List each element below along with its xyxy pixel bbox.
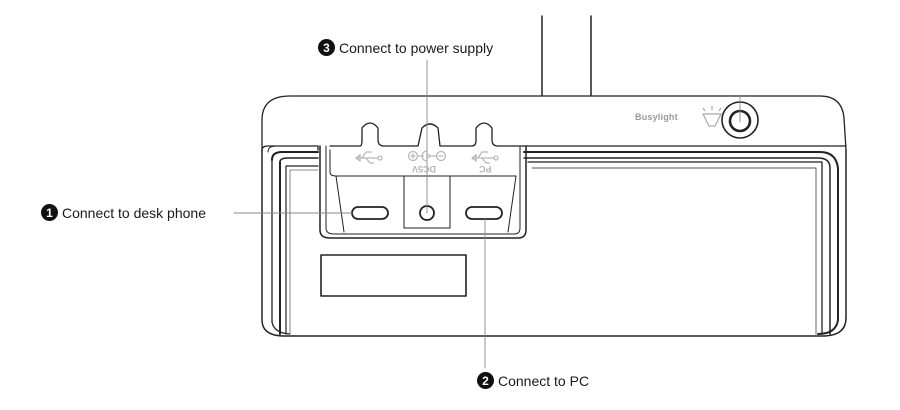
port-label-pc: PC bbox=[479, 164, 492, 174]
callout-power-supply: 3 Connect to power supply bbox=[318, 39, 493, 56]
lightbulb-icon bbox=[702, 106, 722, 127]
usb-icon bbox=[470, 151, 499, 164]
port-recess bbox=[319, 145, 527, 239]
device-top-shell bbox=[261, 95, 847, 151]
callout-number-badge: 3 bbox=[318, 39, 335, 56]
device-body-outer bbox=[261, 149, 847, 337]
callout-number-badge: 1 bbox=[41, 204, 58, 221]
display-window bbox=[320, 254, 467, 297]
device-lid-edge bbox=[261, 122, 847, 151]
usb-icon bbox=[354, 151, 383, 164]
dc-polarity-icon bbox=[407, 150, 447, 162]
callout-label: Connect to PC bbox=[498, 372, 590, 389]
callout-desk-phone: 1 Connect to desk phone bbox=[41, 204, 206, 221]
usb-port-pc bbox=[465, 206, 503, 220]
usb-port-desk-phone bbox=[351, 206, 389, 220]
busylight-label: Busylight bbox=[635, 112, 678, 122]
port-label-dc: DC5V bbox=[412, 164, 437, 174]
callout-label: Connect to desk phone bbox=[62, 204, 206, 221]
callout-label: Connect to power supply bbox=[339, 39, 494, 56]
callout-pc: 2 Connect to PC bbox=[477, 372, 589, 389]
callout-number-badge: 2 bbox=[477, 372, 494, 389]
